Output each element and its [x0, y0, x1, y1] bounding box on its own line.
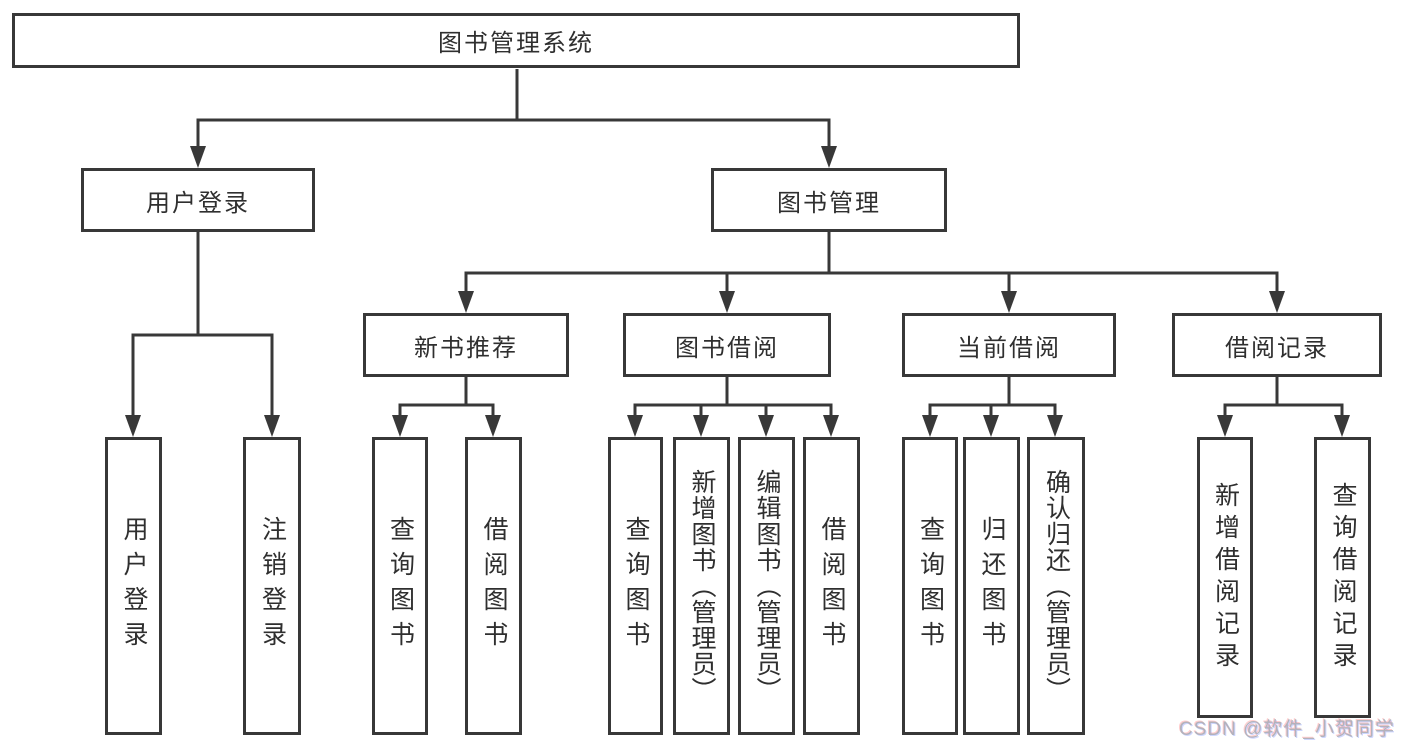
node-book-borrowing-label: 图书借阅	[675, 334, 779, 362]
node-borrowing-records-label: 借阅记录	[1225, 334, 1329, 362]
node-current-borrowing: 当前借阅	[902, 313, 1116, 377]
leaf-add-book-admin: 新增图书（管理员）	[673, 437, 730, 735]
node-current-borrowing-label: 当前借阅	[957, 334, 1061, 362]
node-book-management: 图书管理	[711, 168, 947, 232]
node-new-book-recommend: 新书推荐	[363, 313, 569, 377]
leaf-user-login: 用户登录	[105, 437, 162, 735]
leaf-logout: 注销登录	[243, 437, 301, 735]
leaf-borrow-book-recommend: 借阅图书	[465, 437, 522, 735]
node-library-system-label: 图书管理系统	[438, 30, 594, 57]
node-book-borrowing: 图书借阅	[623, 313, 831, 377]
leaf-add-book-admin-label: 新增图书（管理员）	[688, 469, 716, 703]
leaf-return-book-label: 归还图书	[978, 516, 1006, 656]
node-new-book-recommend-label: 新书推荐	[414, 334, 518, 362]
leaf-query-book-recommend-label: 查询图书	[386, 516, 415, 656]
leaf-query-book-borrow-label: 查询图书	[622, 516, 650, 656]
node-user-login: 用户登录	[81, 168, 315, 232]
leaf-add-borrow-record: 新增借阅记录	[1197, 437, 1253, 718]
node-book-management-label: 图书管理	[777, 189, 881, 217]
leaf-query-book-recommend: 查询图书	[372, 437, 428, 735]
csdn-watermark: CSDN @软件_小贺同学	[1179, 719, 1395, 740]
leaf-confirm-return-admin: 确认归还（管理员）	[1027, 437, 1085, 735]
node-user-login-label: 用户登录	[146, 189, 250, 217]
leaf-borrow-book-label: 借阅图书	[818, 516, 846, 656]
leaf-query-book-current: 查询图书	[902, 437, 958, 735]
leaf-return-book: 归还图书	[963, 437, 1020, 735]
leaf-query-book-borrow: 查询图书	[608, 437, 663, 735]
leaf-edit-book-admin: 编辑图书（管理员）	[738, 437, 795, 735]
leaf-query-borrow-record: 查询借阅记录	[1314, 437, 1371, 718]
leaf-user-login-label: 用户登录	[120, 516, 148, 656]
node-borrowing-records: 借阅记录	[1172, 313, 1382, 377]
leaf-edit-book-admin-label: 编辑图书（管理员）	[753, 469, 781, 703]
leaf-add-borrow-record-label: 新增借阅记录	[1211, 481, 1240, 674]
leaf-confirm-return-admin-label: 确认归还（管理员）	[1042, 469, 1071, 703]
leaf-logout-label: 注销登录	[258, 516, 287, 656]
leaf-query-borrow-record-label: 查询借阅记录	[1329, 481, 1357, 674]
leaf-borrow-book-recommend-label: 借阅图书	[480, 516, 508, 656]
leaf-borrow-book: 借阅图书	[803, 437, 860, 735]
node-library-system: 图书管理系统	[12, 13, 1020, 68]
leaf-query-book-current-label: 查询图书	[916, 516, 945, 656]
